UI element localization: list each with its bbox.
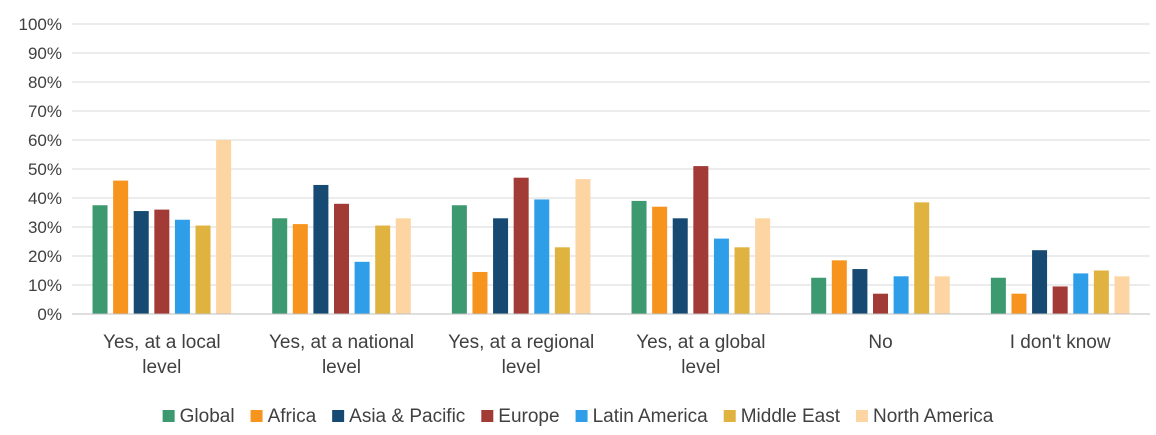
bar-latin-america — [174, 219, 190, 314]
y-tick-label: 50% — [28, 160, 62, 179]
y-tick-label: 100% — [19, 15, 62, 34]
bar-asia-pacific — [313, 184, 329, 314]
legend-swatch — [855, 410, 868, 422]
y-axis: 0% 10% 20% 30% 40% 50% 60% 70% 80% 90% 100% — [19, 15, 62, 324]
legend-swatch — [332, 410, 345, 422]
bar-africa — [1011, 293, 1027, 314]
bar-latin-america — [893, 276, 909, 314]
bar-north-america — [934, 276, 950, 314]
bars — [92, 140, 1130, 314]
x-tick-label: level — [142, 357, 181, 378]
y-tick-label: 70% — [28, 102, 62, 121]
bar-global — [811, 277, 827, 314]
bar-asia-pacific — [133, 211, 149, 314]
y-tick-label: 20% — [28, 247, 62, 266]
bar-north-america — [216, 140, 232, 314]
x-tick-label: Yes, at a regional — [448, 332, 594, 353]
bar-global — [92, 205, 108, 314]
x-tick-label: Yes, at a local — [103, 332, 221, 353]
bar-europe — [513, 177, 529, 314]
x-tick-label: Yes, at a global — [636, 332, 765, 353]
bar-europe — [693, 166, 709, 314]
bar-africa — [472, 271, 488, 314]
legend-label: Asia & Pacific — [349, 406, 465, 427]
x-tick-label: level — [681, 357, 720, 378]
bar-europe — [334, 203, 349, 314]
legend-swatch — [250, 410, 263, 422]
legend-label: Europe — [498, 406, 559, 427]
bar-global — [631, 200, 647, 314]
bar-africa — [831, 260, 847, 314]
bar-africa — [652, 206, 668, 314]
legend-swatch — [162, 410, 175, 422]
bar-africa — [292, 224, 308, 314]
legend-swatch — [723, 410, 736, 422]
bar-europe — [873, 293, 888, 314]
x-axis: Yes, at a local level Yes, at a national le… — [72, 313, 1150, 378]
legend-swatch — [481, 410, 494, 422]
bar-latin-america — [354, 261, 370, 314]
bar-middle-east — [195, 225, 211, 314]
x-tick-label: I don't know — [1010, 332, 1111, 353]
bar-middle-east — [375, 225, 391, 314]
bar-global — [272, 218, 288, 314]
bar-global — [451, 205, 467, 314]
bar-asia-pacific — [852, 269, 868, 314]
x-tick-label: level — [502, 357, 541, 378]
bar-latin-america — [1073, 273, 1089, 314]
bar-asia-pacific — [493, 218, 509, 314]
bar-north-america — [1114, 276, 1130, 314]
legend-swatch — [575, 410, 588, 422]
bar-middle-east — [1093, 270, 1109, 314]
bar-north-america — [755, 218, 771, 314]
bar-asia-pacific — [1032, 250, 1048, 314]
bar-europe — [154, 209, 170, 314]
bar-north-america — [575, 179, 591, 314]
x-tick-label: Yes, at a national — [269, 332, 414, 353]
x-tick-label: level — [322, 357, 361, 378]
bar-north-america — [395, 218, 411, 314]
y-tick-label: 80% — [28, 73, 62, 92]
legend-label: Middle East — [741, 406, 841, 427]
bar-asia-pacific — [672, 218, 688, 314]
bar-middle-east — [914, 202, 930, 314]
legend-label: Africa — [268, 406, 317, 427]
gridlines — [72, 23, 1150, 315]
bar-africa — [113, 180, 129, 314]
y-tick-label: 30% — [28, 218, 62, 237]
y-tick-label: 0% — [37, 305, 62, 324]
bar-latin-america — [534, 199, 550, 314]
legend-label: North America — [873, 406, 994, 427]
x-tick-label: No — [868, 332, 892, 353]
bar-middle-east — [554, 247, 570, 314]
bar-global — [990, 277, 1006, 314]
bar-europe — [1052, 286, 1068, 314]
bar-latin-america — [713, 238, 729, 314]
bar-middle-east — [734, 247, 750, 314]
legend: Global Africa Asia & Pacific Europe Latin Am… — [162, 406, 994, 427]
legend-label: Global — [180, 406, 235, 427]
y-tick-label: 10% — [28, 276, 62, 295]
y-tick-label: 40% — [28, 189, 62, 208]
y-tick-label: 90% — [28, 44, 62, 63]
legend-label: Latin America — [593, 406, 709, 427]
y-tick-label: 60% — [28, 131, 62, 150]
